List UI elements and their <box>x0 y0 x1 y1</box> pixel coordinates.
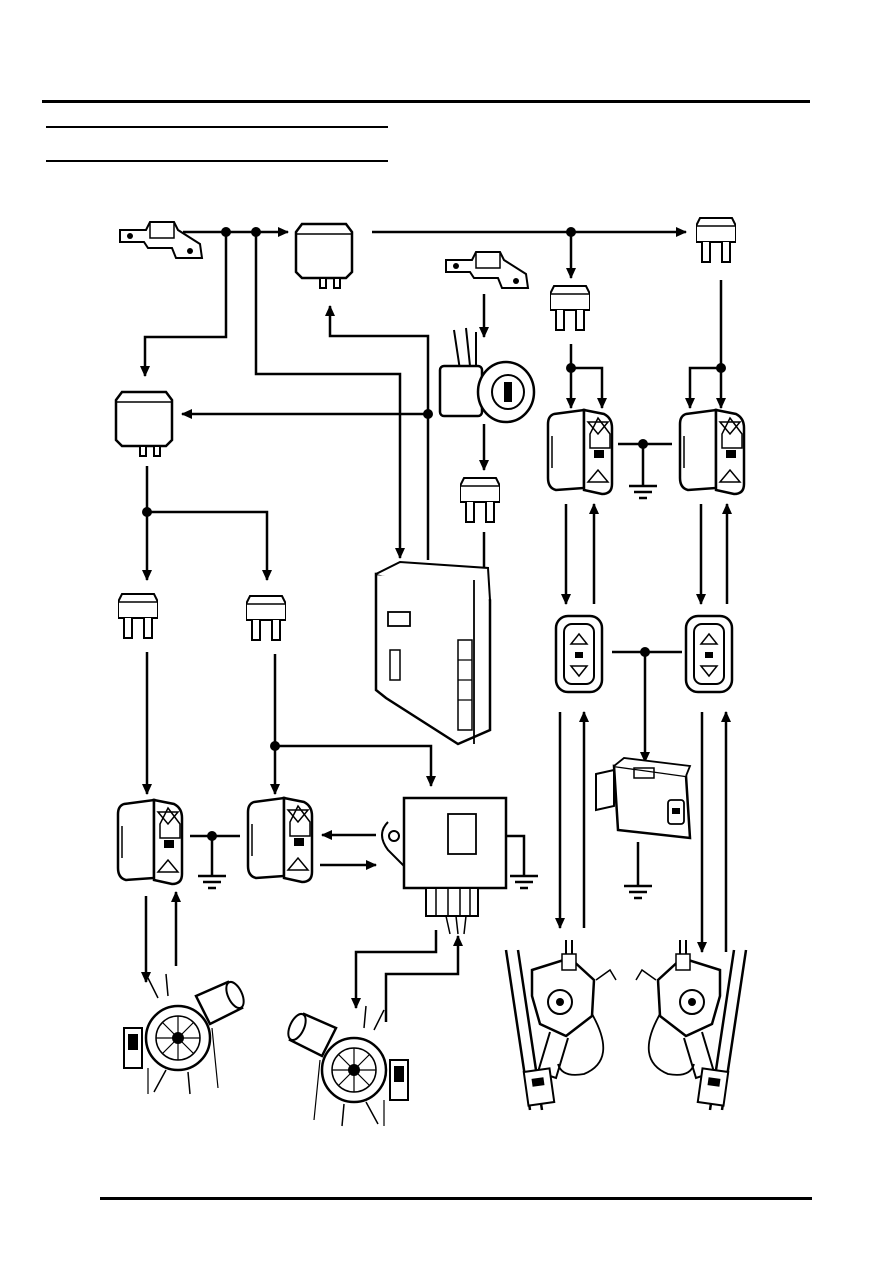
wire-anti-trap-ground <box>506 834 526 862</box>
door-switch-icon <box>554 614 604 694</box>
section-rule-1 <box>46 126 388 128</box>
window-switch-icon <box>116 798 184 886</box>
window-motor-icon <box>284 1004 410 1128</box>
fuse-icon <box>696 217 736 263</box>
relay-icon <box>294 222 354 290</box>
wire-motor-2-to-anti-trap <box>384 935 463 1022</box>
junctions <box>142 227 726 841</box>
fusible-link-icon <box>119 221 203 259</box>
junction-dot-icon <box>221 227 231 237</box>
window-switch-icon <box>678 408 746 496</box>
wire-fuse-top-mid-branch <box>571 366 607 409</box>
junction-dot-icon <box>423 409 433 419</box>
control-unit-icon <box>374 560 492 746</box>
wire-fuse-top-right-branch <box>685 366 721 409</box>
fuse-icon <box>460 477 500 523</box>
fusible-link-icon <box>445 251 529 289</box>
ground-icon <box>622 872 654 900</box>
isolation-switch-icon <box>595 757 692 840</box>
ground-icon <box>508 862 540 890</box>
junction-dot-icon <box>251 227 261 237</box>
junction-dot-icon <box>566 227 576 237</box>
junction-dot-icon <box>716 363 726 373</box>
door-switch-icon <box>684 614 734 694</box>
window-regulator-icon <box>634 940 748 1112</box>
footer-rule <box>100 1197 812 1200</box>
ignition-switch-icon <box>438 327 536 424</box>
wire-anti-trap-to-motor-2 <box>351 930 438 1009</box>
fuse-icon <box>246 595 286 641</box>
junction-dot-icon <box>638 439 648 449</box>
window-regulator-icon <box>504 940 618 1112</box>
wire-relay-left-branch <box>147 510 272 581</box>
window-switch-icon <box>246 796 314 884</box>
anti-trap-module-icon <box>381 796 508 935</box>
junction-dot-icon <box>566 363 576 373</box>
junction-dot-icon <box>640 647 650 657</box>
wire-cu-to-relay-main <box>325 305 430 560</box>
wire-to-relay-left <box>140 232 228 377</box>
junction-dot-icon <box>207 831 217 841</box>
window-switch-icon <box>546 408 614 496</box>
section-rule-2 <box>46 160 388 162</box>
relay-icon <box>114 390 174 458</box>
ground-icon <box>196 862 228 890</box>
wire-to-control-unit-1 <box>254 232 405 559</box>
fuse-icon <box>550 285 590 331</box>
fuse-icon <box>118 593 158 639</box>
window-motor-icon <box>122 972 248 1096</box>
wire-to-anti-trap <box>275 744 436 787</box>
ground-icon <box>627 472 659 500</box>
junction-dot-icon <box>142 507 152 517</box>
junction-dot-icon <box>270 741 280 751</box>
header-rule <box>42 100 810 103</box>
